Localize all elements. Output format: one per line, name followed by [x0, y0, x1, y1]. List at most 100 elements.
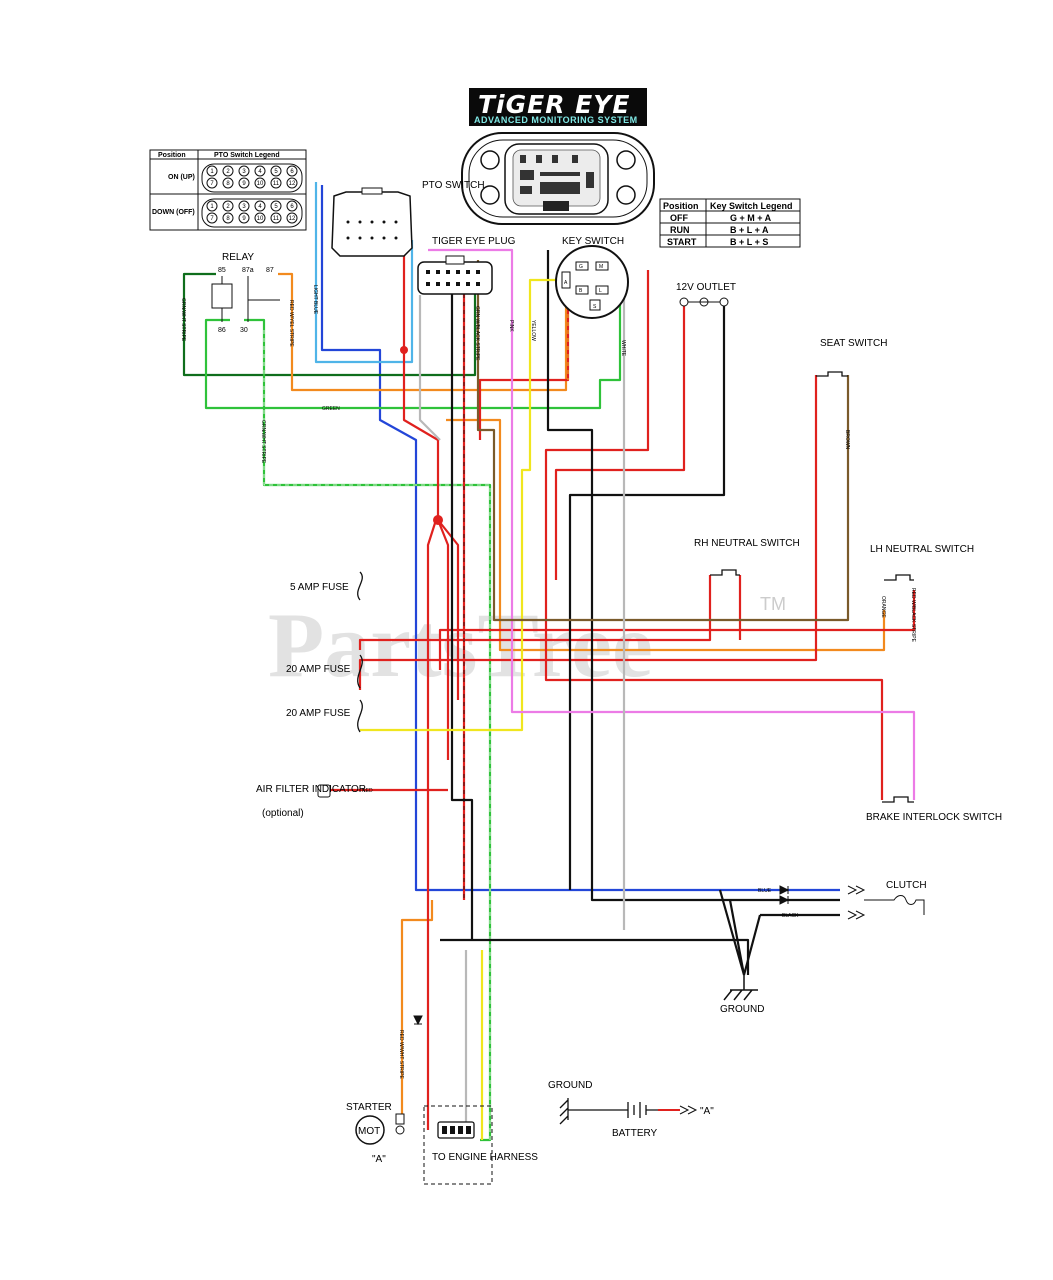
tiger-eye-plug: [417, 255, 493, 295]
key-legend-header-title: Key Switch Legend: [710, 201, 793, 211]
pto-pin: [206, 165, 218, 177]
pto-pin-outline: [201, 163, 303, 193]
monitor-display: [461, 132, 655, 225]
key-legend-start-value: B + L + S: [730, 237, 768, 247]
outlet-label: 12V OUTLET: [676, 282, 736, 293]
battery-label: BATTERY: [612, 1128, 658, 1139]
wire-label-blue: BLUE: [758, 888, 772, 894]
key-legend-run: RUN: [670, 225, 690, 235]
ground-symbol: GROUND: [720, 975, 764, 1015]
key-legend-run-value: B + L + A: [730, 225, 769, 235]
diode-icon: [779, 895, 790, 905]
pto-legend-on: ON (UP): [168, 174, 195, 181]
engine-harness-connector: TO ENGINE HARNESS: [423, 1105, 538, 1185]
tiger-eye-plug-label: TIGER EYE PLUG: [432, 236, 516, 247]
wire-label-light-blue: LIGHT BLUE: [312, 285, 318, 315]
pto-pin-number: 9: [242, 216, 246, 222]
pto-switch-label: PTO SWITCH: [422, 180, 485, 191]
air-filter-indicator: AIR FILTER INDICATOR (optional): [256, 784, 366, 819]
battery-a-label: "A": [700, 1106, 714, 1117]
starter-mot-label: MOT: [358, 1126, 380, 1137]
relay-pin-87: 87: [266, 267, 274, 274]
pto-pin: [238, 200, 250, 212]
pto-pin: [254, 165, 266, 177]
diode-icon: [413, 1015, 423, 1026]
monitor-button-icon: [616, 185, 636, 205]
seat-switch-label: SEAT SWITCH: [820, 338, 887, 349]
fuse-5-label: 5 AMP FUSE: [290, 582, 349, 593]
key-legend-start: START: [667, 237, 697, 247]
pto-pin: [286, 212, 298, 224]
relay-pin-85: 85: [218, 267, 226, 274]
brake-interlock-switch: BRAKE INTERLOCK SWITCH: [866, 796, 1002, 823]
pto-pin: [270, 212, 282, 224]
pto-pin: [206, 212, 218, 224]
monitor-button-icon: [480, 185, 500, 205]
pto-pin-number: 6: [290, 204, 294, 210]
pto-pin-number: 10: [257, 216, 264, 222]
air-filter-label: AIR FILTER INDICATOR: [256, 784, 366, 795]
wire-label-grn-wht: GRN/WHT STRIPE: [260, 420, 266, 464]
pto-pin-number: 3: [242, 169, 246, 175]
wire-label-red: RED: [362, 788, 373, 794]
starter-label: STARTER: [346, 1102, 392, 1113]
pto-pin-number: 11: [273, 216, 280, 222]
brake-label: BRAKE INTERLOCK SWITCH: [866, 812, 1002, 823]
fuse-20-amp-b: 20 AMP FUSE: [286, 699, 363, 733]
fuse-20a-label: 20 AMP FUSE: [286, 664, 351, 675]
pto-pin: [286, 200, 298, 212]
key-pin-s: S: [593, 304, 597, 310]
rh-neutral-label: RH NEUTRAL SWITCH: [694, 538, 800, 549]
wire-label-grn-wht-top: GRN/WHT STRIPE: [180, 298, 186, 342]
pto-pin-number: 11: [273, 181, 280, 187]
wire-label-red-wht: RED W/WHT STRIPE: [398, 1030, 404, 1079]
wire-label-black: BLACK: [782, 913, 799, 919]
battery: GROUND BATTERY "A": [548, 1080, 714, 1139]
pto-pin: [222, 177, 234, 189]
pto-pin: [238, 165, 250, 177]
key-legend-table: Position Key Switch Legend OFF G + M + A…: [659, 198, 801, 248]
junction-dot: [400, 346, 408, 354]
pto-pin-number: 5: [274, 204, 278, 210]
pto-pin-outline: [201, 198, 303, 228]
key-legend-header-position: Position: [663, 201, 699, 211]
wire-label-red-blk: RED W/BLACK STRIPE: [910, 588, 916, 643]
pto-pin-number: 7: [210, 181, 214, 187]
air-filter-note: (optional): [262, 808, 304, 819]
key-switch-label: KEY SWITCH: [562, 236, 624, 247]
pto-pin-number: 8: [226, 181, 230, 187]
lh-neutral-switch: LH NEUTRAL SWITCH: [870, 544, 974, 581]
pto-pin: [270, 165, 282, 177]
pto-pin-number: 10: [257, 181, 264, 187]
watermark-tm: TM: [760, 594, 786, 614]
pto-pin: [254, 212, 266, 224]
clutch-label: CLUTCH: [886, 880, 927, 891]
pto-legend-table: Position PTO Switch Legend ON (UP) DOWN …: [149, 149, 307, 231]
diode-icon: [779, 885, 790, 895]
pto-pin-number: 7: [210, 216, 214, 222]
lh-neutral-label: LH NEUTRAL SWITCH: [870, 544, 974, 555]
outlet-12v: 12V OUTLET: [676, 282, 736, 307]
brand-subtitle: ADVANCED MONITORING SYSTEM: [474, 115, 638, 125]
pto-pin-number: 4: [258, 204, 262, 210]
wire-label-brown: BROWN: [844, 430, 850, 450]
pto-pin: [286, 177, 298, 189]
brand-title: TiGER EYE: [478, 90, 630, 119]
tiger-eye-logo: TiGER EYE ADVANCED MONITORING SYSTEM: [469, 88, 647, 126]
wire-label-grn-blk: GRN W/BLACK STRIPE: [474, 306, 480, 361]
pto-pin: [238, 212, 250, 224]
pto-pin: [270, 177, 282, 189]
ground-2-label: GROUND: [548, 1080, 592, 1091]
wires: [182, 182, 916, 1142]
pto-legend-header-position: Position: [158, 152, 186, 159]
pto-pin: [222, 212, 234, 224]
wire-label-orange: ORANGE: [880, 596, 886, 618]
pto-pin: [254, 177, 266, 189]
key-switch: A B S G M L: [555, 245, 629, 319]
pto-pin: [254, 200, 266, 212]
key-pin-a: A: [564, 280, 568, 286]
pto-switch-connector: [331, 187, 413, 257]
ground-label: GROUND: [720, 1004, 764, 1015]
pto-pin: [222, 200, 234, 212]
